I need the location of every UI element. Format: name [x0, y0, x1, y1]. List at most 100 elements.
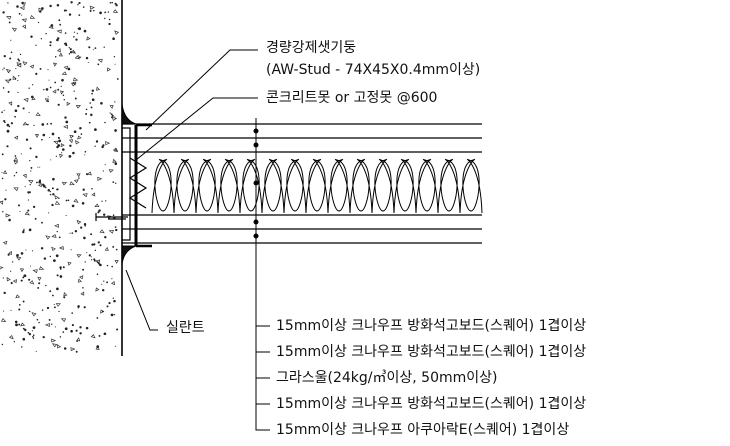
- speckle: [47, 69, 49, 71]
- speckle: [69, 144, 72, 147]
- speckle: [32, 326, 36, 329]
- aggregate: [111, 117, 118, 121]
- speckle: [33, 124, 35, 127]
- speckle: [22, 229, 25, 232]
- speckle: [59, 336, 62, 338]
- speckle: [37, 166, 39, 168]
- speckle: [78, 27, 81, 31]
- aggregate: [73, 77, 79, 82]
- anchor-leader: [135, 97, 258, 161]
- speckle: [30, 166, 33, 169]
- speckle: [65, 120, 69, 124]
- speckle: [54, 326, 56, 328]
- speckle: [87, 61, 89, 64]
- speckle: [113, 56, 116, 58]
- speckle: [45, 32, 47, 35]
- speckle: [18, 12, 21, 15]
- speckle: [41, 309, 44, 311]
- speckle: [115, 182, 117, 184]
- speckle: [39, 67, 42, 70]
- speckle: [61, 78, 64, 82]
- speckle: [63, 296, 66, 299]
- speckle: [56, 188, 59, 191]
- speckle: [101, 310, 104, 313]
- speckle: [21, 14, 23, 16]
- aggregate: [19, 6, 25, 11]
- aggregate: [114, 30, 120, 35]
- aggregate: [61, 181, 68, 186]
- speckle: [71, 232, 74, 234]
- aggregate: [76, 219, 82, 225]
- aggregate: [54, 195, 59, 200]
- speckle: [4, 198, 7, 201]
- speckle: [56, 230, 58, 233]
- speckle: [43, 89, 45, 91]
- speckle: [47, 189, 51, 192]
- anchor-label: 콘크리트못 or 고정못 @600: [266, 90, 438, 106]
- speckle: [51, 187, 54, 190]
- aggregate: [73, 198, 79, 203]
- speckle: [97, 241, 100, 244]
- aggregate: [8, 101, 13, 106]
- speckle: [18, 204, 20, 207]
- speckle: [36, 181, 38, 184]
- layer-label: 15mm이상 크나우프 아쿠아락E(스퀘어) 1겹이상: [276, 422, 570, 438]
- aggregate: [16, 62, 22, 67]
- speckle: [20, 279, 23, 282]
- aggregate: [13, 187, 19, 192]
- speckle: [22, 337, 26, 341]
- speckle: [102, 170, 104, 172]
- speckle: [42, 133, 46, 137]
- aggregate: [57, 344, 62, 349]
- speckle: [19, 53, 22, 56]
- speckle: [17, 79, 19, 81]
- speckle: [63, 9, 66, 12]
- aggregate: [5, 16, 12, 20]
- aggregate: [73, 179, 79, 184]
- aggregate: [94, 259, 101, 264]
- speckle: [3, 67, 5, 69]
- speckle: [14, 78, 17, 80]
- speckle: [59, 275, 63, 278]
- speckle: [17, 91, 19, 93]
- speckle: [82, 188, 85, 191]
- stud-spec-label: (AW-Stud - 74X45X0.4mm이상): [266, 62, 481, 78]
- aggregate: [114, 260, 119, 264]
- speckle: [2, 87, 5, 89]
- speckle: [64, 327, 68, 331]
- speckle: [35, 155, 38, 159]
- speckle: [90, 259, 93, 261]
- speckle: [37, 21, 40, 24]
- speckle: [75, 350, 78, 353]
- aggregate: [37, 182, 42, 188]
- aggregate: [31, 312, 37, 317]
- speckle: [51, 132, 55, 136]
- speckle: [75, 38, 78, 41]
- aggregate: [60, 143, 65, 148]
- speckle: [90, 106, 93, 109]
- speckle: [93, 9, 95, 12]
- speckle: [55, 155, 58, 157]
- speckle: [82, 287, 84, 289]
- aggregate: [82, 193, 88, 198]
- speckle: [10, 282, 13, 285]
- speckle: [109, 2, 112, 4]
- speckle: [48, 79, 50, 81]
- speckle: [41, 123, 45, 126]
- speckle: [19, 210, 21, 212]
- speckle: [101, 283, 103, 285]
- aggregate: [4, 79, 11, 84]
- aggregate: [34, 134, 40, 138]
- speckle: [54, 56, 57, 58]
- speckle: [32, 334, 35, 336]
- speckle: [10, 39, 12, 41]
- aggregate: [29, 64, 35, 69]
- speckle: [81, 202, 85, 205]
- aggregate: [76, 254, 82, 258]
- speckle: [28, 310, 31, 313]
- speckle: [114, 129, 117, 132]
- speckle: [29, 184, 31, 186]
- aggregate: [16, 256, 22, 261]
- speckle: [77, 4, 79, 6]
- aggregate: [29, 280, 35, 285]
